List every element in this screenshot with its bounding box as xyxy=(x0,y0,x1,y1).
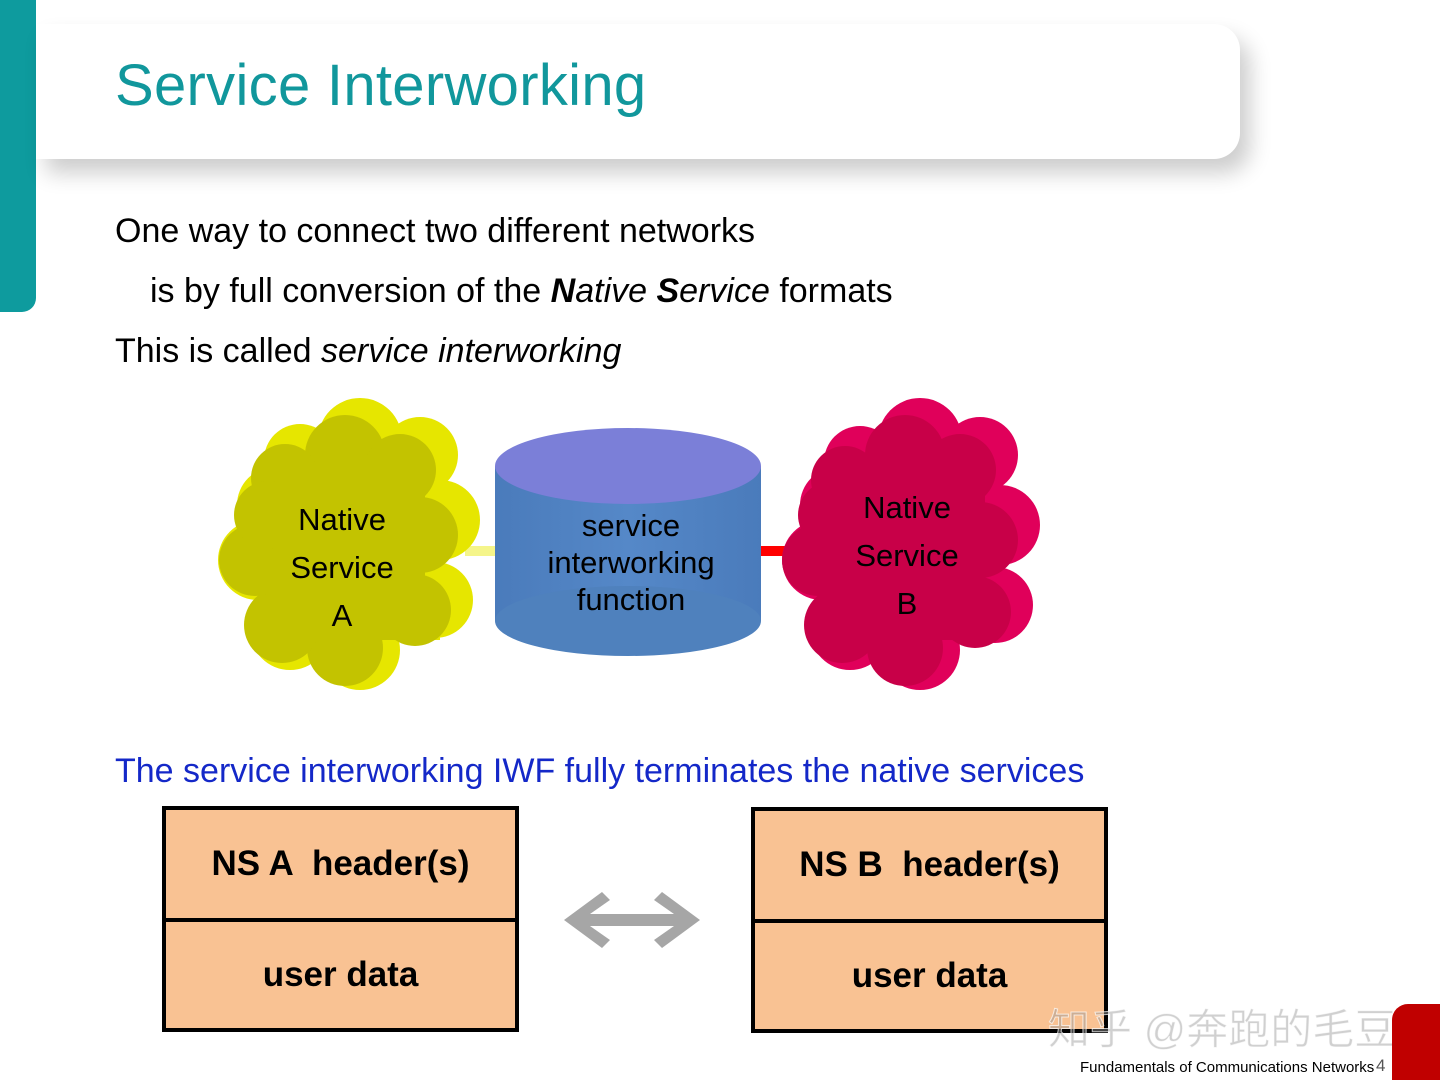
title-banner xyxy=(36,24,1240,159)
cloud-a-line3: A xyxy=(331,598,353,633)
cloud-b-line1: Native xyxy=(863,490,951,525)
service-S: S xyxy=(656,272,680,310)
ns-a-packet: NS A header(s) user data xyxy=(162,806,519,1032)
slide-title: Service Interworking xyxy=(115,53,647,118)
iwf-line1: service xyxy=(581,508,681,543)
intro-line-2-suffix: formats xyxy=(769,272,893,310)
side-accent-bar xyxy=(0,0,36,312)
cloud-a-line1: Native xyxy=(298,502,386,537)
service-rest: ervice xyxy=(679,272,770,310)
double-headed-arrow-icon xyxy=(564,892,700,948)
cloud-b-line2: Service xyxy=(855,538,959,573)
iwf-label: service interworking function xyxy=(520,507,742,618)
corner-accent xyxy=(1392,1004,1440,1080)
iwf-cylinder-shape xyxy=(495,428,761,656)
iwf-line3: function xyxy=(576,582,686,617)
cloud-a-label: Native Service A xyxy=(262,496,422,640)
ns-a-header: NS A header(s) xyxy=(166,810,515,922)
cloud-a-shape xyxy=(218,398,480,690)
watermark: 知乎 @奔跑的毛豆 xyxy=(1047,1006,1397,1054)
link-b xyxy=(755,546,805,556)
ns-b-packet: NS B header(s) user data xyxy=(751,807,1108,1033)
intro-line-2-prefix: is by full conversion of the xyxy=(150,272,551,310)
intro-line-2: is by full conversion of the Native Serv… xyxy=(150,272,893,311)
cloud-a-line2: Service xyxy=(290,550,394,585)
native-rest: ative xyxy=(575,272,657,310)
intro-line-3-prefix: This is called xyxy=(115,332,321,370)
iwf-line2: interworking xyxy=(547,545,715,580)
link-a xyxy=(465,546,505,556)
cloud-b-shape xyxy=(782,398,1040,690)
cloud-b-line3: B xyxy=(896,586,918,621)
cloud-b-label: Native Service B xyxy=(827,484,987,628)
ns-b-user-data: user data xyxy=(851,956,1008,995)
service-interworking-term: service interworking xyxy=(320,332,622,370)
iwf-caption: The service interworking IWF fully termi… xyxy=(115,752,1085,790)
ns-a-user-data: user data xyxy=(262,955,419,994)
intro-line-1: One way to connect two different network… xyxy=(115,212,756,250)
interworking-diagram xyxy=(218,398,1040,690)
footer-title: Fundamentals of Communications Networks xyxy=(1080,1059,1375,1076)
native-N: N xyxy=(550,272,576,310)
intro-line-3: This is called service interworking xyxy=(115,332,621,371)
page-number: 4 xyxy=(1376,1056,1386,1075)
ns-b-header: NS B header(s) xyxy=(755,811,1104,923)
